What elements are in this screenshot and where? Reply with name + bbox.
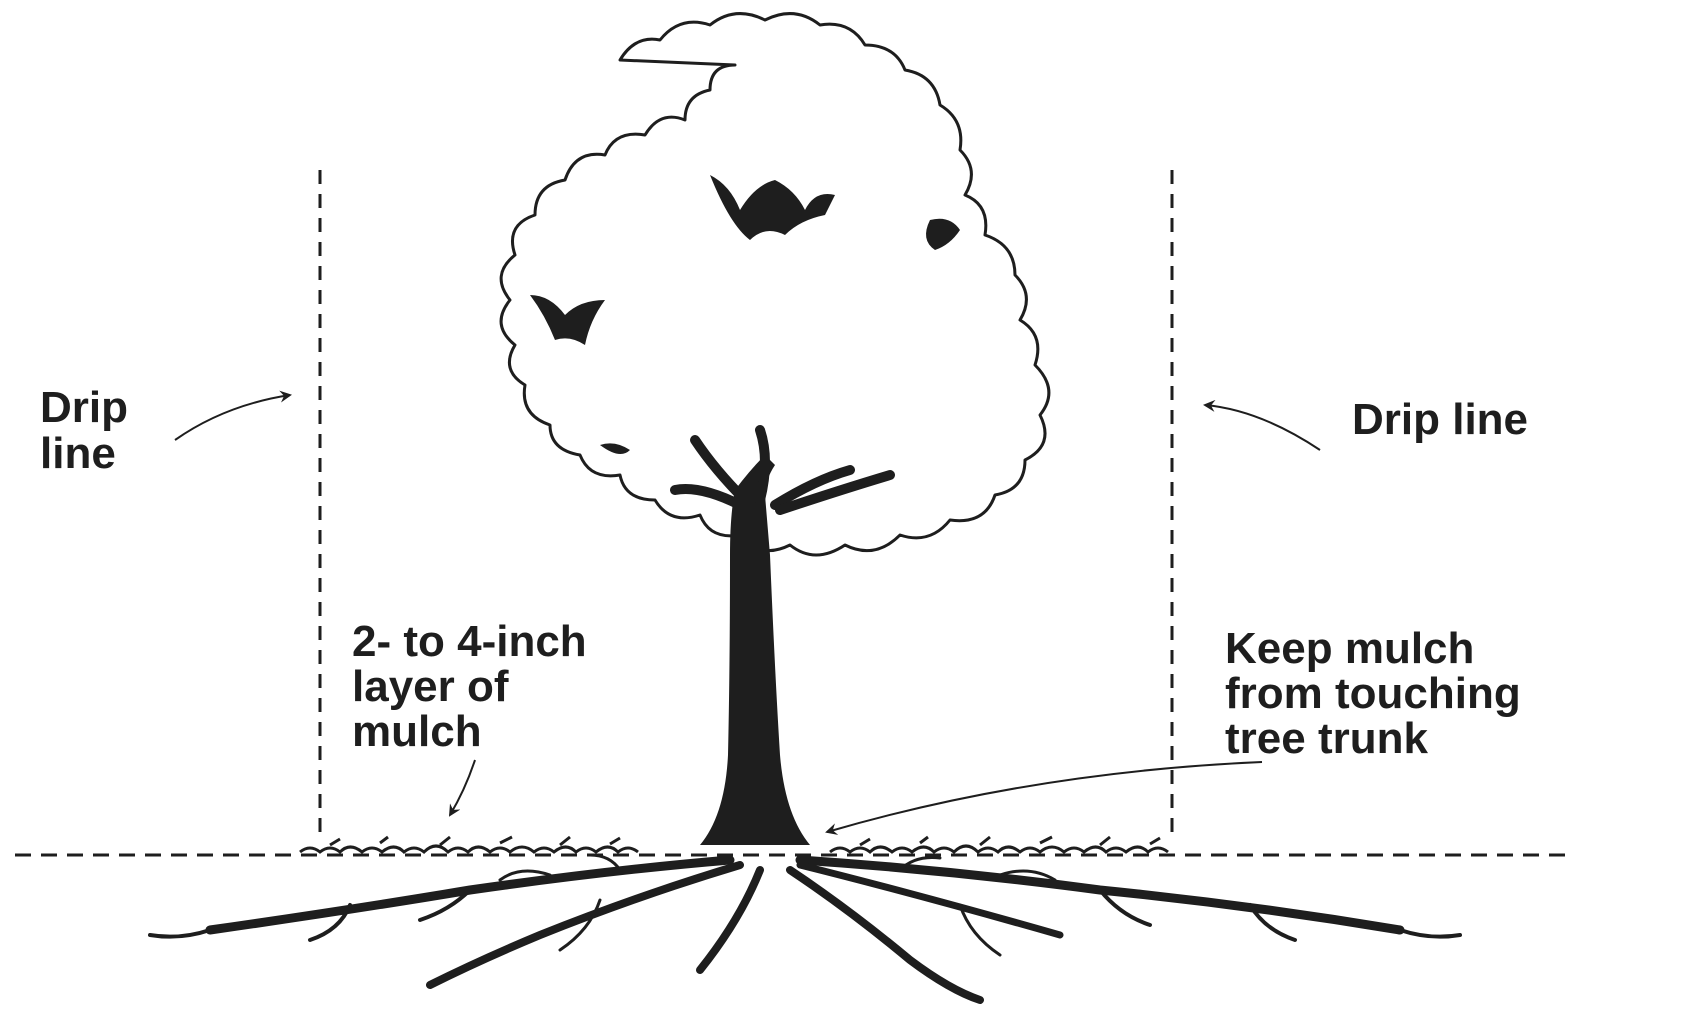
drip-line-left-label: Drip line	[40, 385, 128, 477]
drip-line-left-label-line1: Drip	[40, 385, 128, 431]
mulch-layer-right	[830, 837, 1168, 852]
keep-mulch-label-line3: tree trunk	[1225, 717, 1521, 762]
tree-roots	[150, 855, 1460, 1000]
drip-line-right-label: Drip line	[1352, 397, 1528, 443]
drip-line-right-label-text: Drip line	[1352, 397, 1528, 443]
mulch-layer-left	[300, 837, 638, 852]
mulch-layer-label-line1: 2- to 4-inch	[352, 620, 587, 665]
keep-mulch-label: Keep mulch from touching tree trunk	[1225, 627, 1521, 762]
keep-mulch-label-line2: from touching	[1225, 672, 1521, 717]
mulch-layer-label-line2: layer of	[352, 665, 587, 710]
mulch-layer-label-line3: mulch	[352, 710, 587, 755]
tree-canopy	[501, 14, 1049, 555]
keep-mulch-label-line1: Keep mulch	[1225, 627, 1521, 672]
mulch-layer-label: 2- to 4-inch layer of mulch	[352, 620, 587, 755]
mulch-layer-arrow	[450, 760, 475, 815]
drip-line-left-label-line2: line	[40, 431, 128, 477]
keep-mulch-arrow	[827, 762, 1262, 832]
drip-line-left-arrow	[175, 395, 290, 440]
drip-line-right-arrow	[1205, 405, 1320, 450]
